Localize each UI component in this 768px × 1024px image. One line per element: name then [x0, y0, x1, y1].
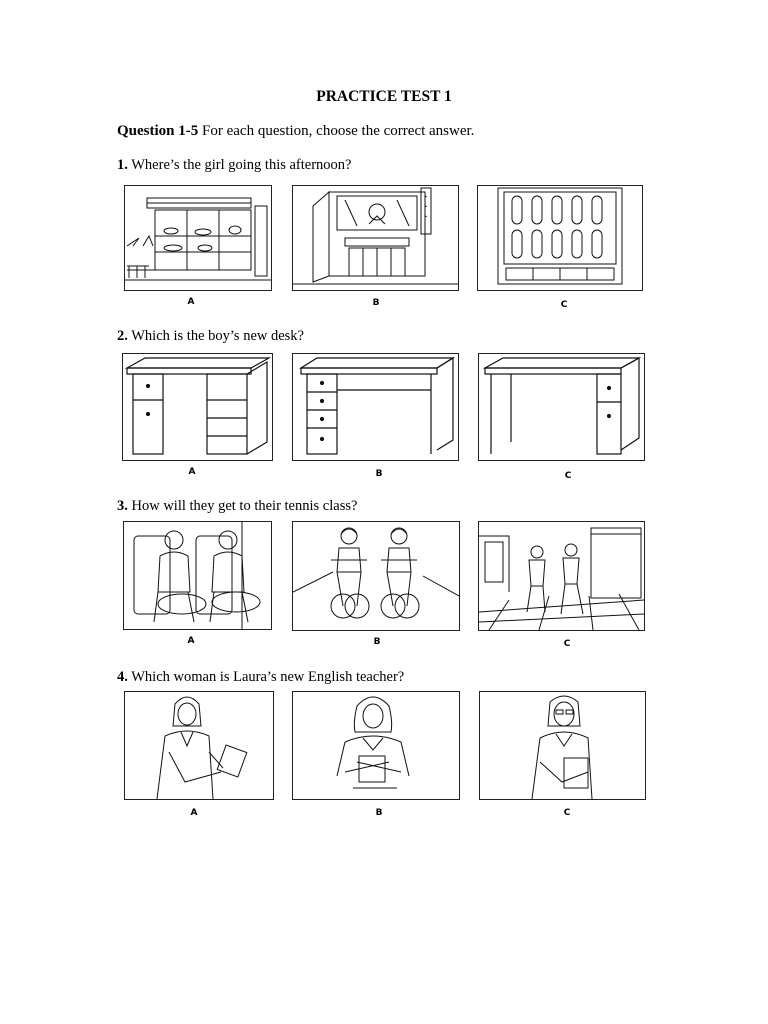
instructions-label: Question 1-5	[117, 123, 199, 139]
q1-picture-c-shop	[477, 185, 643, 291]
q2-option-label: A	[188, 467, 196, 477]
q1-option-label: A	[187, 297, 195, 307]
svg-text:▪: ▪	[425, 195, 427, 200]
q4-picture-b-woman	[292, 691, 460, 800]
q1-picture-b-cinema: ▪ ▪ ▪	[292, 185, 459, 291]
q2-picture-b-desk	[292, 353, 459, 461]
question-number: 2.	[117, 328, 128, 344]
instructions-text: For each question, choose the correct an…	[198, 123, 475, 139]
instructions: Question 1-5 For each question, choose t…	[117, 123, 474, 140]
q1-picture-a-cafe	[124, 185, 272, 291]
q3-option-label: B	[373, 637, 381, 647]
q2-picture-c-desk	[478, 353, 645, 461]
q2-option-label: C	[564, 471, 572, 481]
question-1: 1. Where’s the girl going this afternoon…	[117, 157, 352, 174]
q1-option-label: B	[372, 298, 380, 308]
q3-option-label: A	[187, 636, 195, 646]
question-number: 4.	[117, 669, 128, 685]
question-text: Where’s the girl going this afternoon?	[127, 157, 352, 173]
question-text: Which is the boy’s new desk?	[127, 328, 304, 344]
q3-picture-a-bus	[123, 521, 272, 630]
q2-option-label: B	[375, 469, 383, 479]
question-text: How will they get to their tennis class?	[127, 498, 358, 514]
svg-text:▪: ▪	[425, 205, 427, 210]
q4-option-label: A	[190, 808, 198, 818]
q3-option-label: C	[563, 639, 571, 649]
q4-picture-a-woman	[124, 691, 274, 800]
question-text: Which woman is Laura’s new English teach…	[127, 669, 405, 685]
q4-picture-c-woman	[479, 691, 646, 800]
question-number: 1.	[117, 157, 128, 173]
question-4: 4. Which woman is Laura’s new English te…	[117, 669, 404, 686]
q3-picture-b-bikes	[292, 521, 460, 631]
q4-option-label: B	[375, 808, 383, 818]
q2-picture-a-desk	[122, 353, 273, 461]
question-number: 3.	[117, 498, 128, 514]
q3-picture-c-walking	[478, 521, 645, 631]
q4-option-label: C	[563, 808, 571, 818]
question-3: 3. How will they get to their tennis cla…	[117, 498, 357, 515]
question-2: 2. Which is the boy’s new desk?	[117, 328, 304, 345]
svg-text:▪: ▪	[425, 215, 427, 220]
q1-option-label: C	[560, 300, 568, 310]
page-title: PRACTICE TEST 1	[316, 88, 452, 105]
